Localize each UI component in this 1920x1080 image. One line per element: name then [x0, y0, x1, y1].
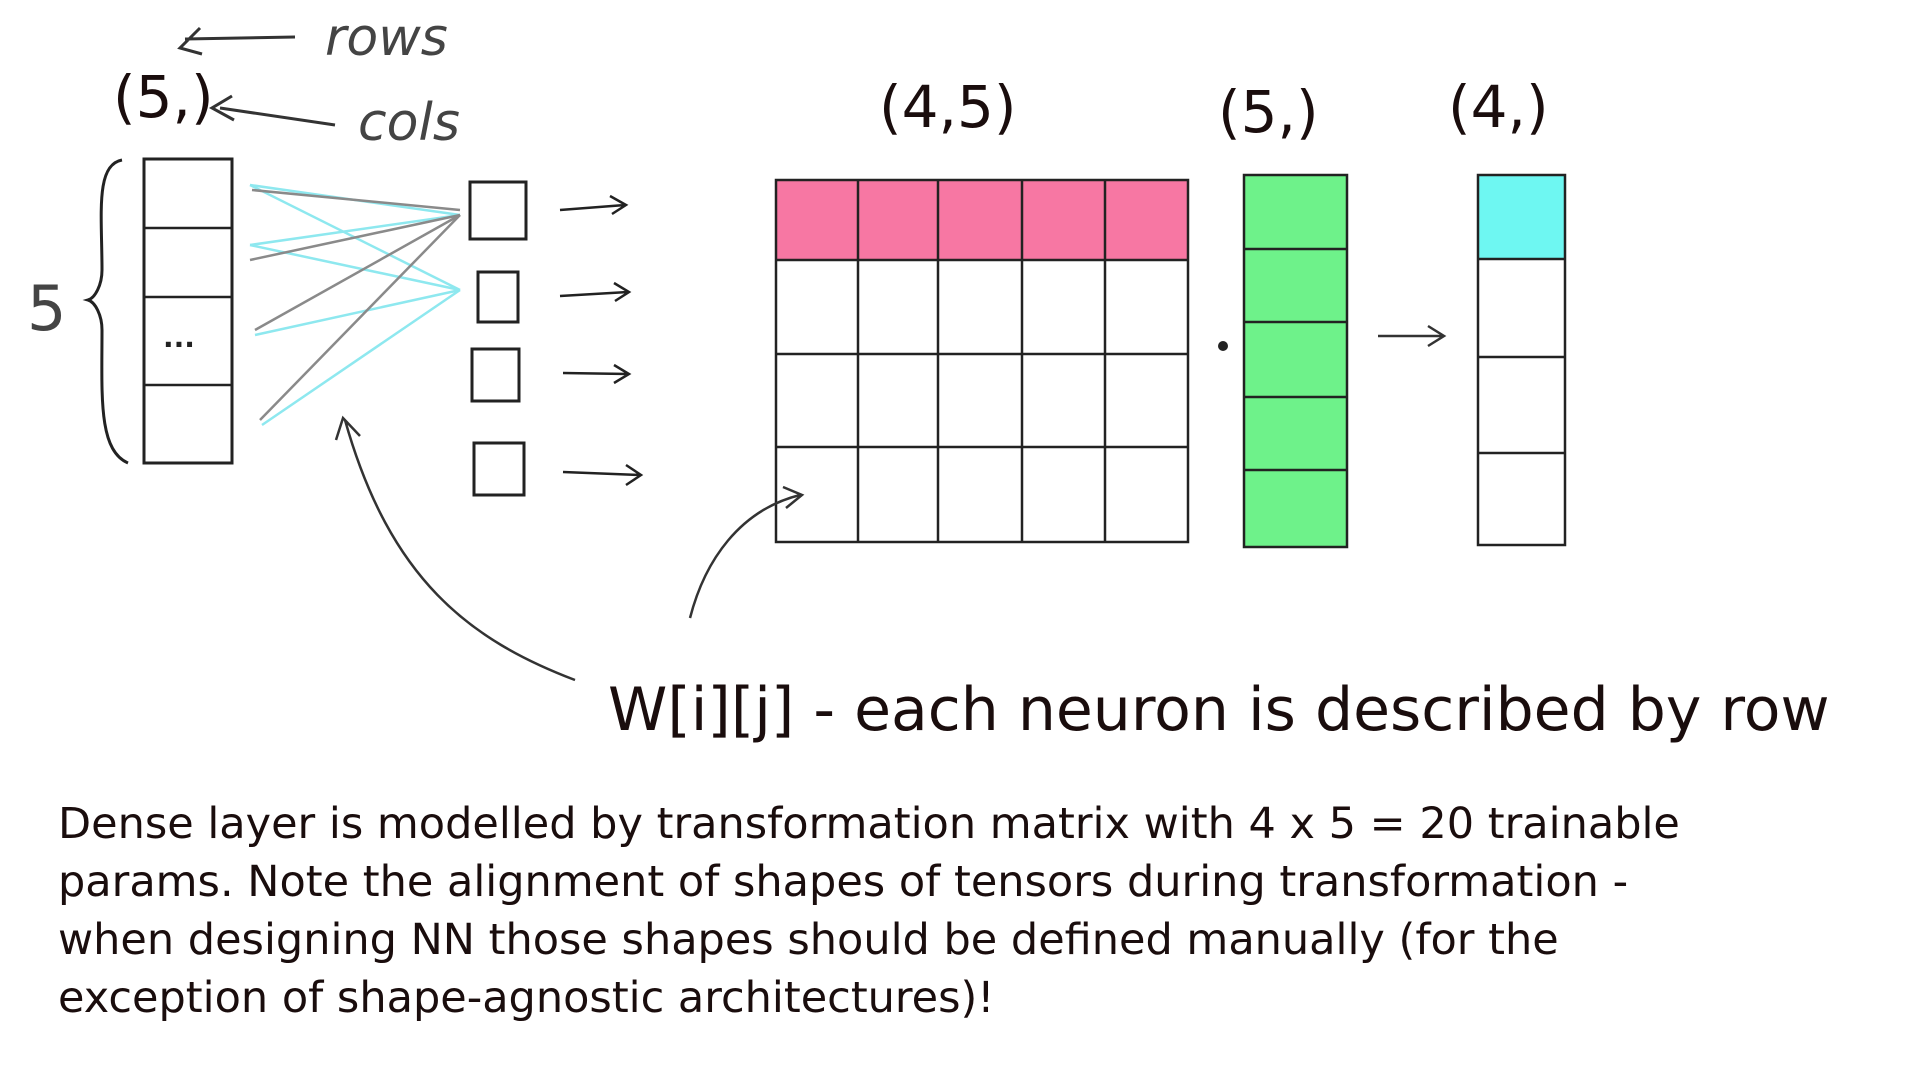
description-line-1: Dense layer is modelled by transformatio… [58, 799, 1680, 849]
neuron-output-arrows [559, 194, 644, 487]
brace-count-label: 5 [27, 272, 66, 345]
neuron-4 [472, 441, 526, 497]
caption-to-neurons-arrow [334, 415, 576, 682]
description-line-3: when designing NN those shapes should be… [58, 915, 1559, 965]
result-arrow [1378, 324, 1447, 348]
description-paragraph: Dense layer is modelled by transformatio… [58, 795, 1908, 1027]
weight-matrix [774, 178, 1190, 544]
output-shape-label: (4,) [1448, 73, 1549, 141]
neuron-boxes [468, 180, 528, 497]
cols-arrow [208, 94, 336, 127]
neuron-3 [470, 347, 521, 403]
input-vector: ... [142, 157, 234, 465]
neuron-1 [468, 180, 528, 241]
output-highlight [1478, 175, 1565, 259]
input-shape-label: (5,) [113, 63, 214, 131]
neuron-connections [249, 183, 461, 427]
dot-product-operator [1218, 341, 1228, 351]
neuron-2 [476, 270, 520, 324]
vector-column [1242, 173, 1349, 549]
cols-annotation: cols [358, 93, 460, 153]
vector-shape-label: (5,) [1218, 78, 1319, 146]
input-ellipsis: ... [163, 321, 195, 354]
output-vector [1476, 173, 1567, 547]
curly-brace-icon [82, 158, 129, 465]
rows-annotation: rows [325, 8, 448, 68]
caption-to-matrix-arrow [688, 485, 805, 619]
weights-shape-label: (4,5) [879, 73, 1017, 141]
weight-row-highlight [776, 180, 1188, 260]
description-line-4: exception of shape-agnostic architecture… [58, 973, 995, 1023]
rows-arrow [177, 26, 296, 56]
description-line-2: params. Note the alignment of shapes of … [58, 857, 1629, 907]
diagram-caption: W[i][j] - each neuron is described by ro… [608, 675, 1830, 745]
